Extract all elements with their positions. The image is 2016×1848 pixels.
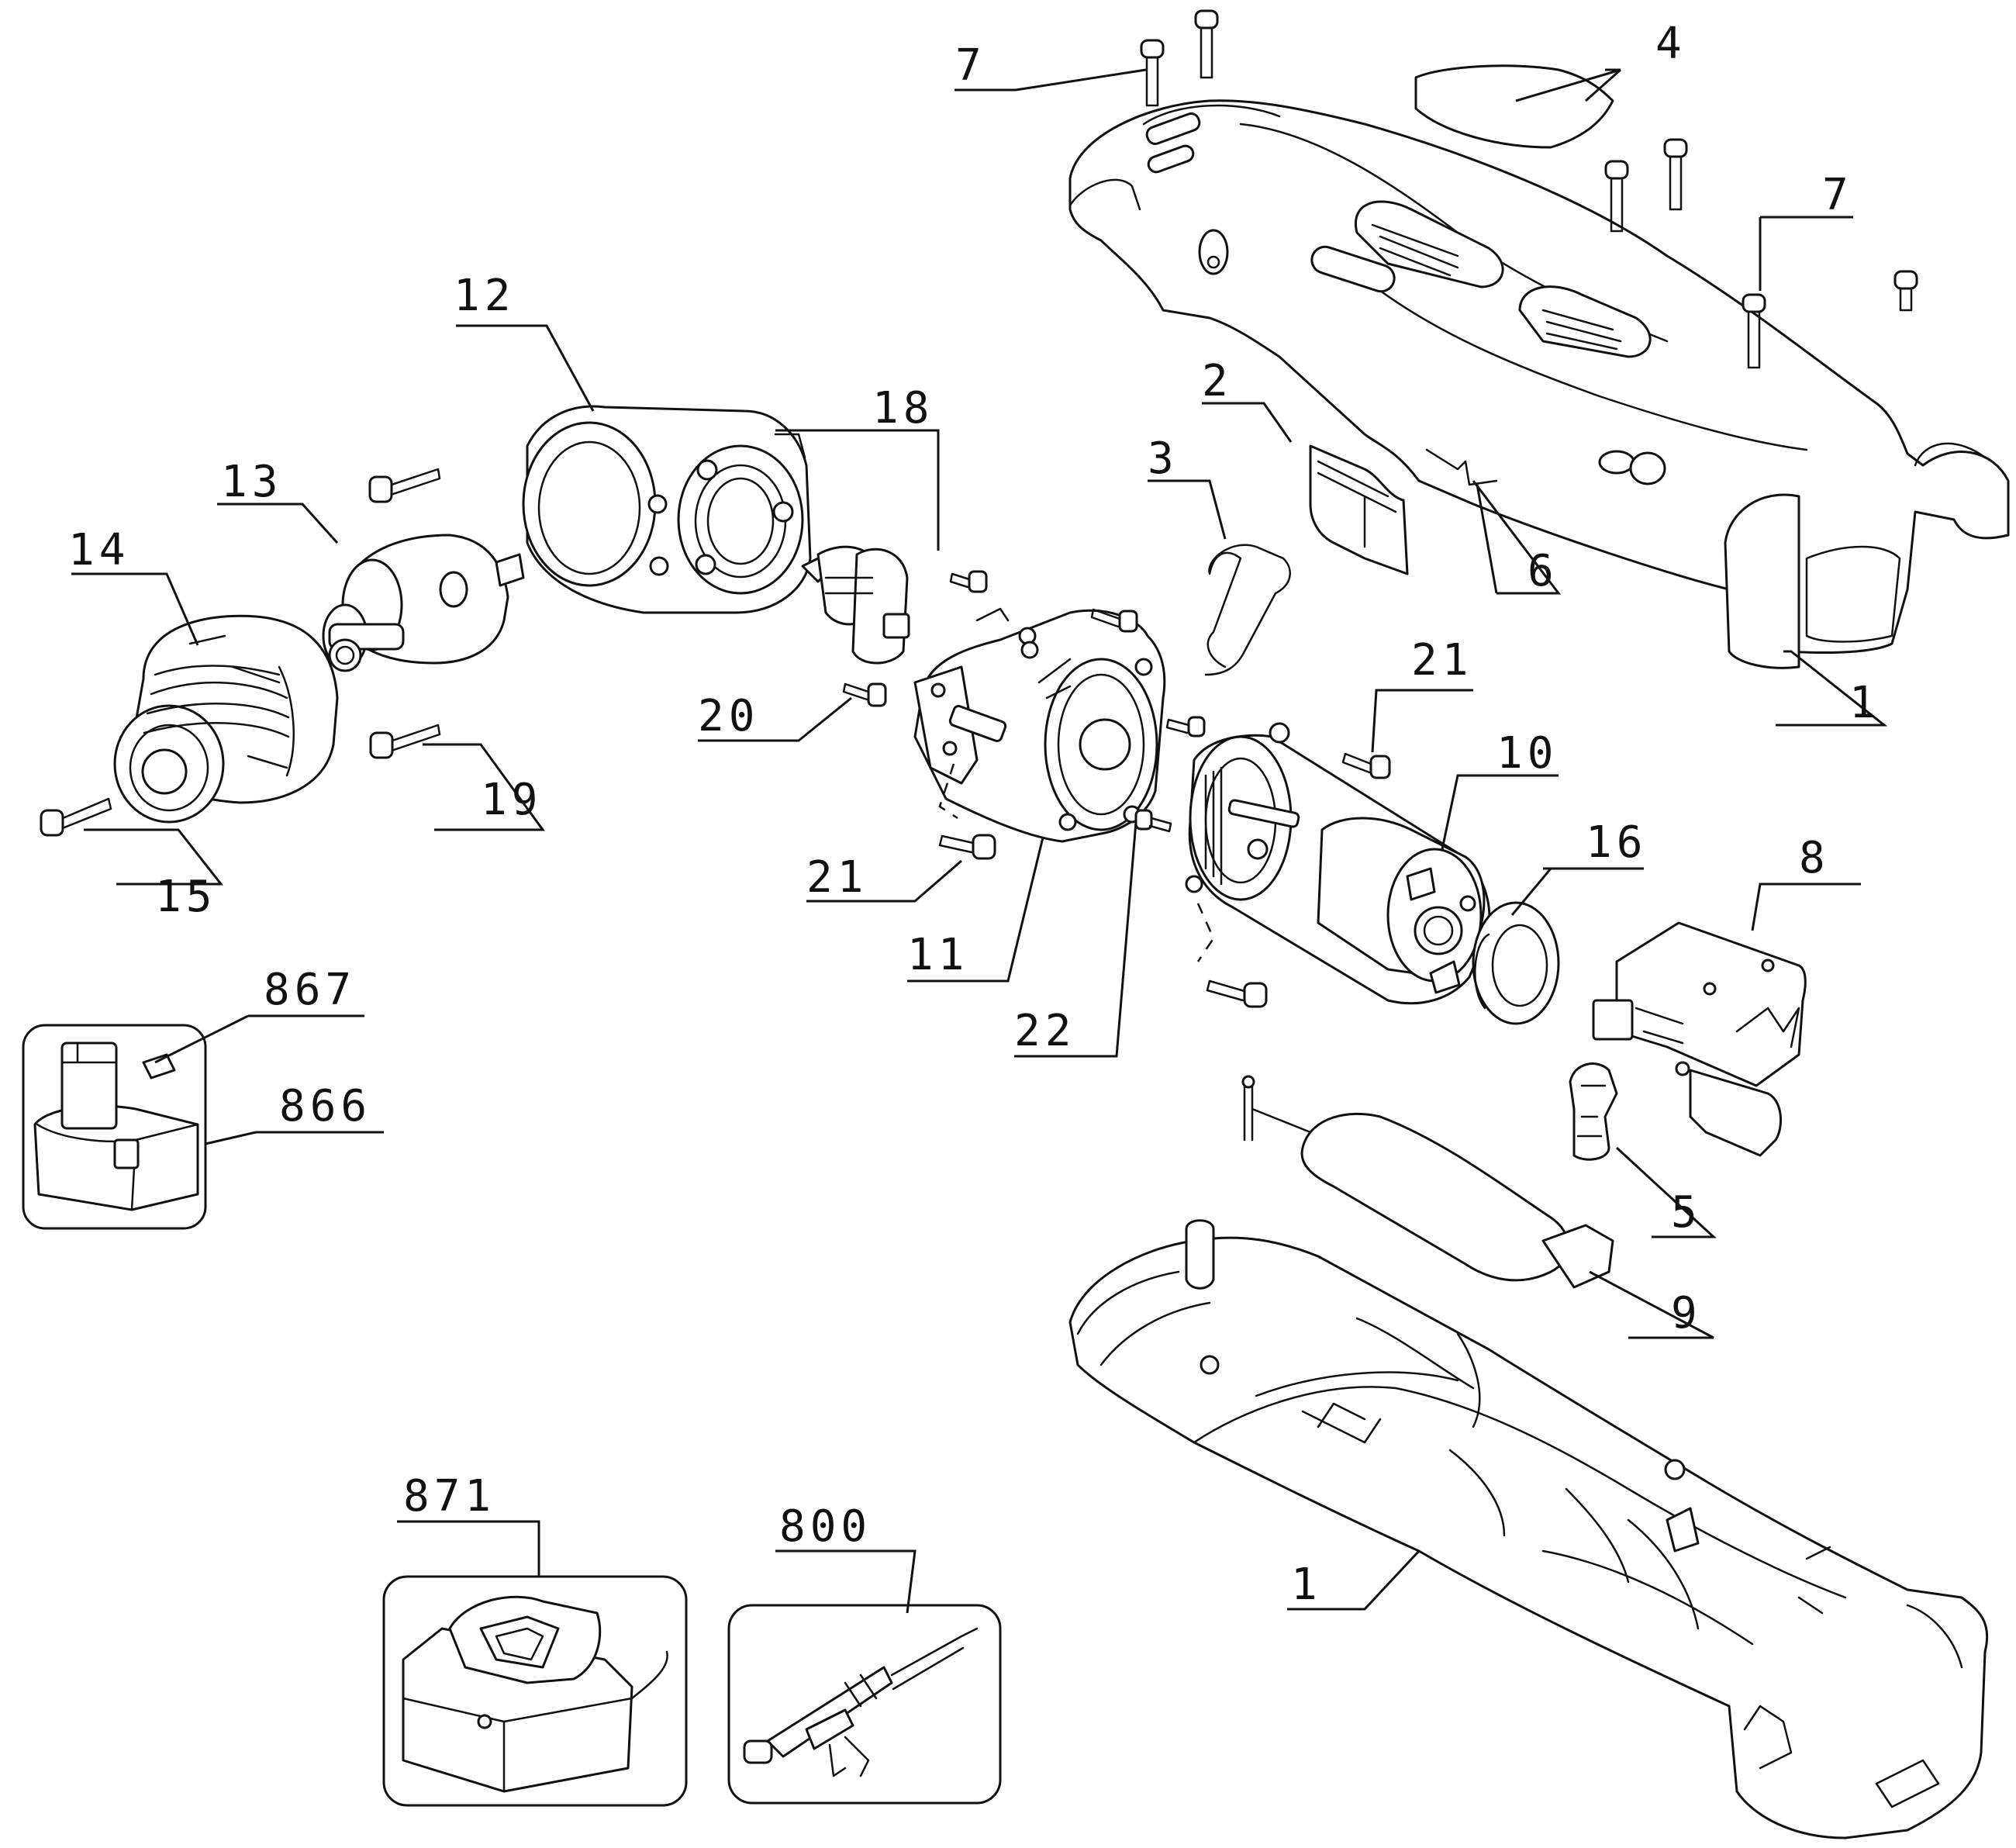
- callout-866: 866: [279, 1081, 371, 1131]
- chuck-part: [113, 614, 339, 824]
- callout-14: 14: [68, 525, 129, 575]
- screw-21-right-group: [1165, 716, 1391, 1008]
- callout-800: 800: [779, 1501, 872, 1552]
- callout-6: 6: [1528, 546, 1559, 596]
- switch-part: [1592, 921, 1807, 1157]
- callout-1-lower: 1: [1291, 1560, 1322, 1610]
- callout-3: 3: [1148, 434, 1179, 484]
- callout-2: 2: [1202, 356, 1233, 406]
- charger-inset: [382, 1575, 688, 1807]
- label-plate-part: [1414, 64, 1614, 149]
- upper-housing-part: [1068, 99, 2010, 669]
- screw-15-part: [40, 797, 112, 837]
- clip-part: [1425, 448, 1498, 486]
- motor-mount-part: [913, 607, 1166, 843]
- vacuum-inset: [727, 1604, 1002, 1805]
- wire-harness-part: [1241, 1075, 1614, 1289]
- callout-19: 19: [481, 775, 542, 825]
- screw-7-group: [1140, 9, 1918, 369]
- terminal-plate-part: [1309, 444, 1409, 575]
- screw-19-group: [368, 468, 441, 759]
- callout-4: 4: [1655, 19, 1686, 69]
- callout-labels: 7 4 7 1 2 3 6 18 12 13 14 15 19 20 21 11…: [68, 19, 1880, 1610]
- callout-7-right: 7: [1822, 170, 1853, 220]
- callout-9: 9: [1671, 1288, 1702, 1339]
- callout-21-lower: 21: [806, 852, 868, 903]
- callout-22: 22: [1014, 1006, 1075, 1056]
- screw-22-part: [1134, 809, 1172, 833]
- lower-housing-part: [1068, 1219, 1989, 1839]
- callout-12: 12: [454, 271, 515, 321]
- callout-16: 16: [1586, 817, 1647, 868]
- spring-part: [1204, 544, 1291, 676]
- callout-1-upper: 1: [1849, 678, 1880, 728]
- motor-part: [1185, 722, 1491, 1005]
- trigger-part: [1569, 1062, 1618, 1161]
- screw-21-left-group: [938, 570, 1138, 860]
- callout-18: 18: [872, 383, 934, 434]
- callout-13: 13: [221, 457, 282, 507]
- callout-871: 871: [403, 1471, 495, 1522]
- gear-case-part: [522, 405, 812, 614]
- callout-867: 867: [264, 965, 356, 1015]
- callout-11: 11: [907, 930, 968, 980]
- screw-20-part: [842, 682, 887, 707]
- callout-8: 8: [1799, 833, 1830, 883]
- ring-part: [1472, 901, 1560, 1025]
- battery-inset: [22, 1024, 207, 1230]
- pinion-part: [801, 545, 910, 665]
- leader-lines: [71, 68, 1888, 1614]
- callout-15: 15: [155, 872, 216, 922]
- spindle-hub-part: [322, 534, 525, 672]
- callout-7-left: 7: [955, 40, 986, 91]
- callout-20: 20: [698, 691, 759, 741]
- callout-21-upper: 21: [1411, 635, 1472, 686]
- callout-5: 5: [1671, 1187, 1702, 1238]
- callout-10: 10: [1496, 728, 1558, 779]
